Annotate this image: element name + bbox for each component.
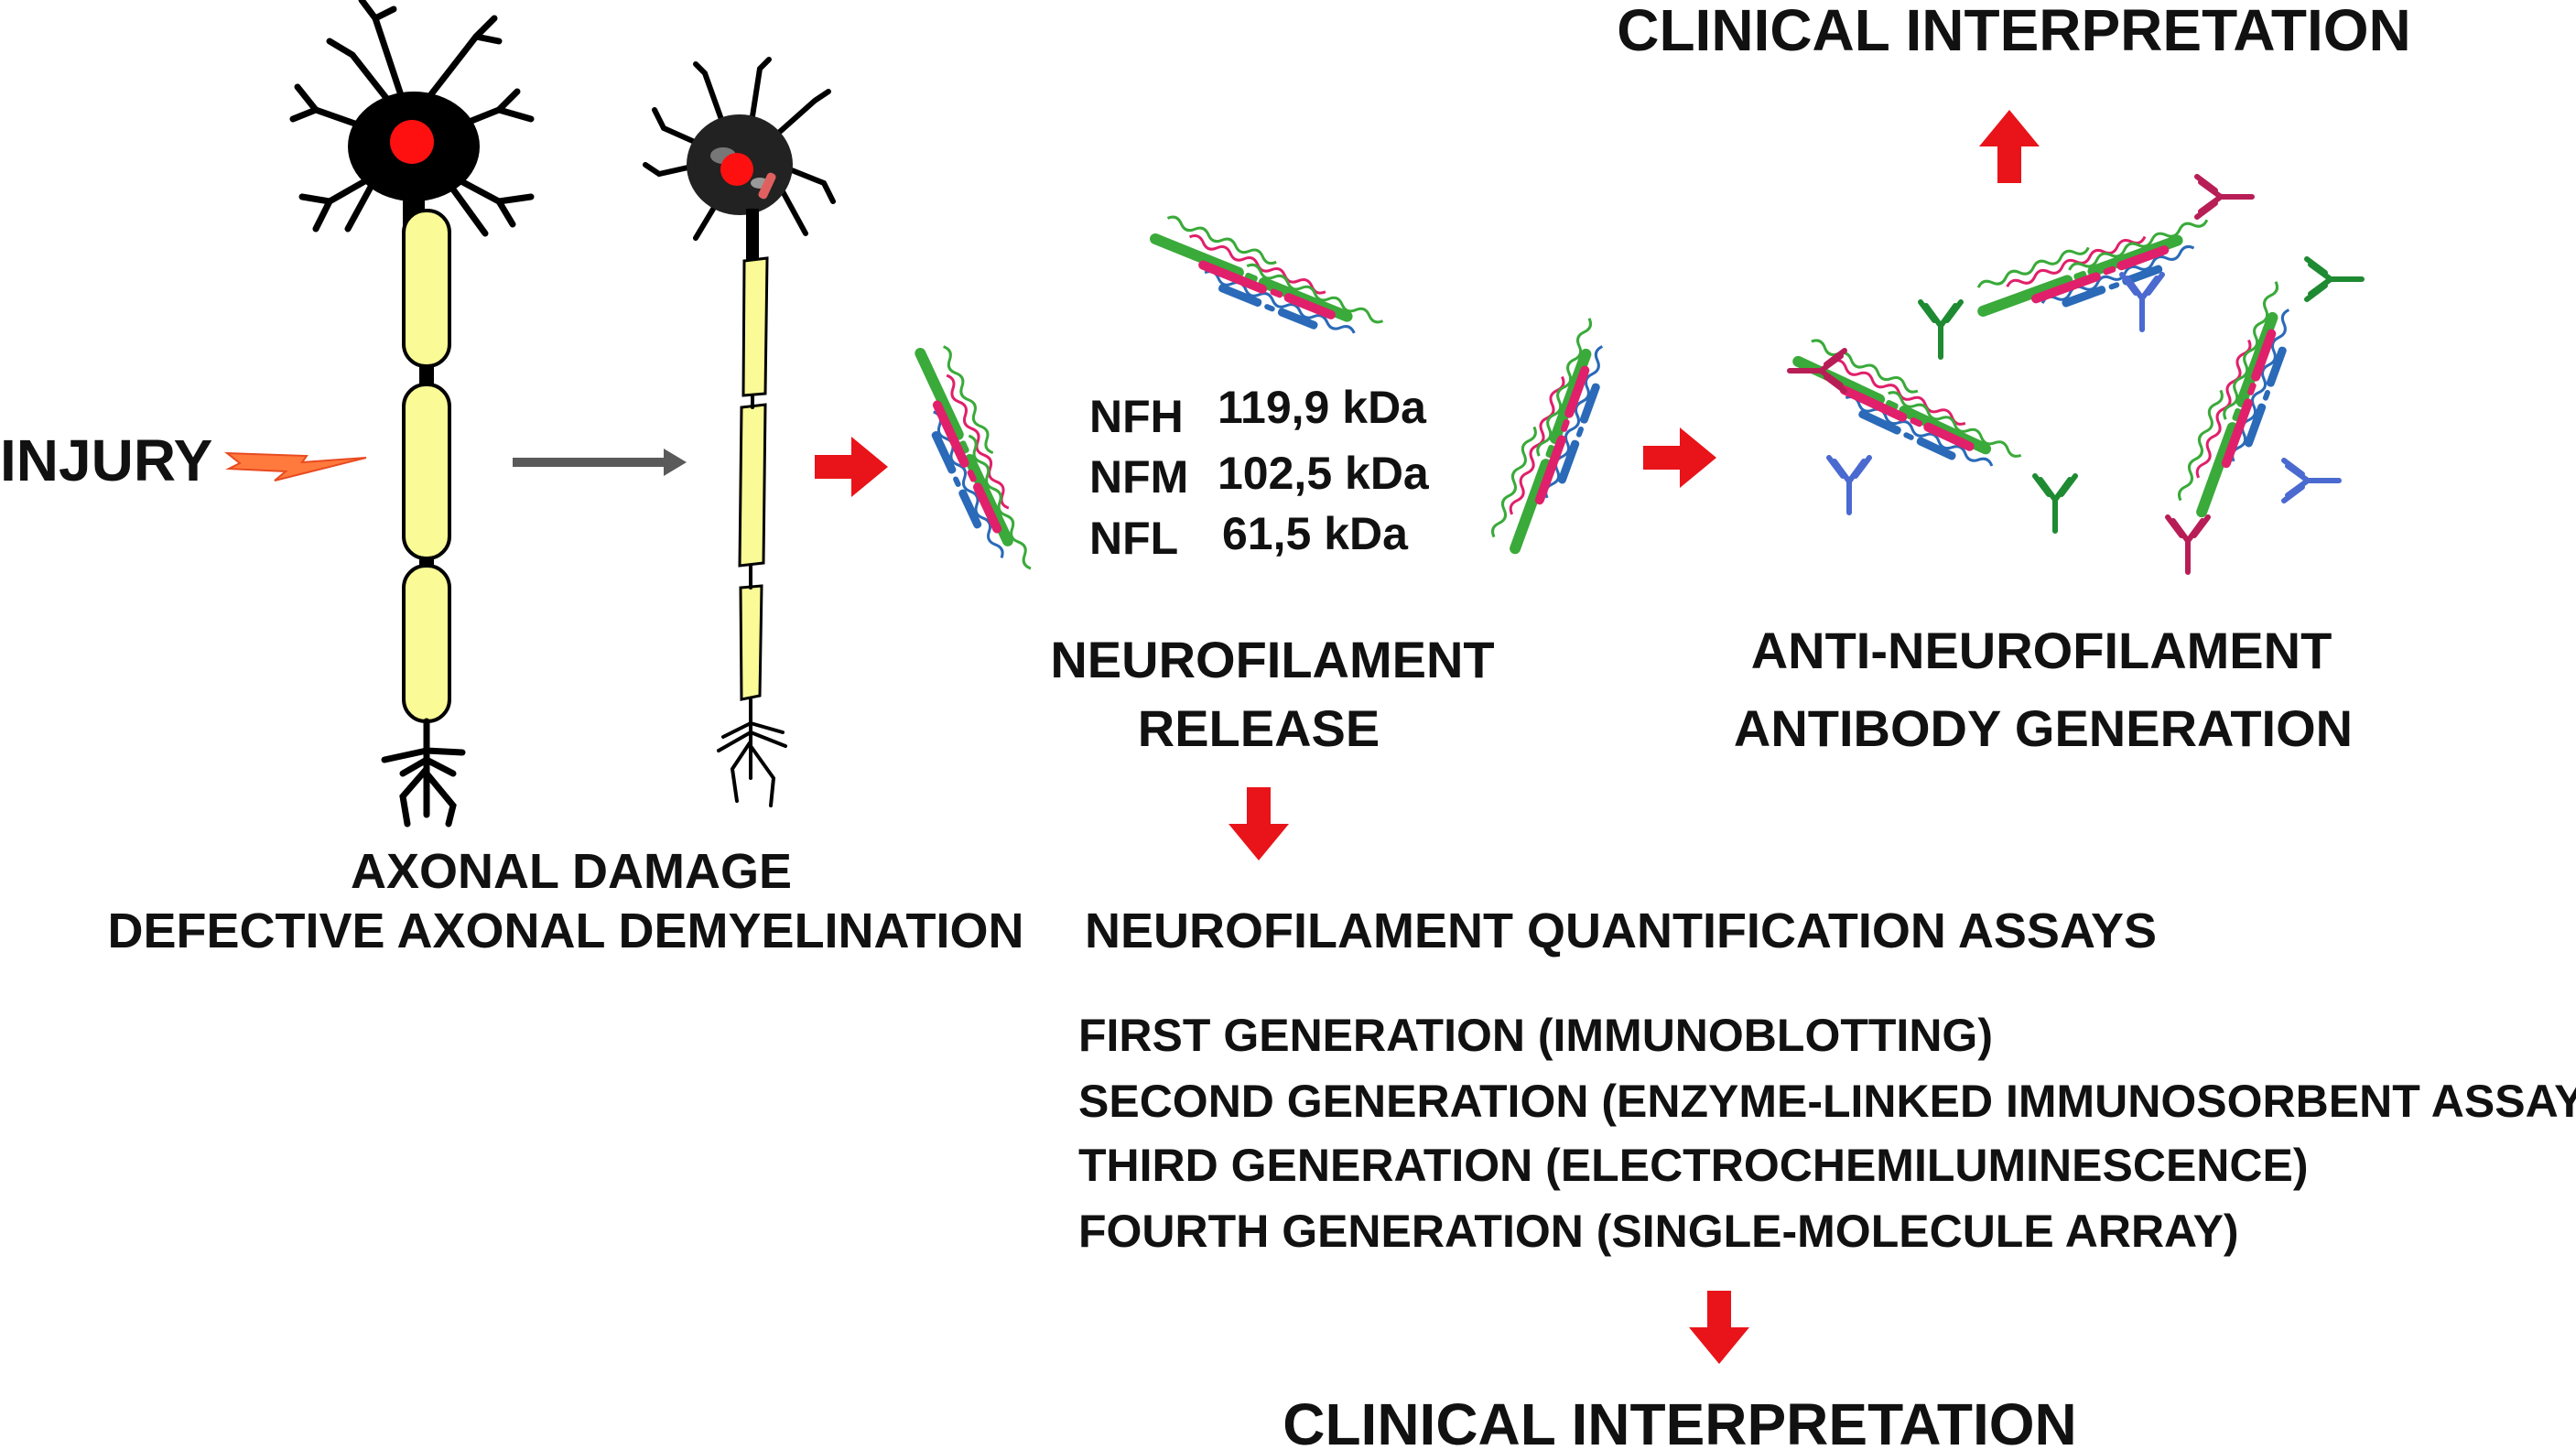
injury-label: INJURY bbox=[0, 427, 212, 493]
antibody-icon bbox=[2168, 517, 2208, 572]
nf-release-label-line1: NEUROFILAMENT bbox=[1050, 631, 1494, 688]
clinical-interpretation-bottom: CLINICAL INTERPRETATION bbox=[1283, 1391, 2077, 1450]
lightning-icon bbox=[223, 451, 367, 482]
antibody-label-line1: ANTI-NEUROFILAMENT bbox=[1751, 622, 2332, 679]
arrow-to-clinical-bottom bbox=[1689, 1291, 1749, 1364]
arrow-to-clinical-top bbox=[1979, 110, 2040, 183]
neurofilament-bundle-left bbox=[893, 335, 1049, 585]
subunit-table: NFH 119,9 kDa NFM 102,5 kDa NFL 61,5 kDa bbox=[1089, 382, 1430, 564]
subunit-weight: 61,5 kDa bbox=[1222, 508, 1409, 559]
assay-item: FIRST GENERATION (IMMUNOBLOTTING) bbox=[1078, 1010, 1993, 1061]
subunit-name: NFH bbox=[1089, 391, 1184, 442]
assay-item: FOURTH GENERATION (SINGLE-MOLECULE ARRAY… bbox=[1078, 1206, 2239, 1257]
antibody-icon bbox=[1829, 458, 1869, 513]
subunit-name: NFM bbox=[1089, 451, 1188, 503]
arrow-to-antibodies bbox=[1643, 427, 1716, 488]
subunit-weight: 102,5 kDa bbox=[1218, 448, 1430, 499]
antibody-label-line2: ANTIBODY GENERATION bbox=[1734, 699, 2353, 757]
assay-item: SECOND GENERATION (ENZYME-LINKED IMMUNOS… bbox=[1078, 1076, 2576, 1127]
neurofilament-bundle-right bbox=[1486, 310, 1623, 564]
healthy-neuron bbox=[289, 0, 535, 828]
damaged-neuron bbox=[643, 57, 836, 807]
subunit-weight: 119,9 kDa bbox=[1218, 382, 1427, 433]
antibody-icon bbox=[2284, 460, 2339, 501]
assay-item: THIRD GENERATION (ELECTROCHEMILUMINESCEN… bbox=[1078, 1140, 2309, 1191]
nf-release-label-line2: RELEASE bbox=[1138, 699, 1380, 757]
neurofilament-bundle-ab-right bbox=[2172, 274, 2310, 527]
antibody-icon bbox=[1921, 302, 1961, 357]
arrow-to-release bbox=[815, 437, 888, 497]
clinical-interpretation-top: CLINICAL INTERPRETATION bbox=[1617, 0, 2411, 63]
arrow-to-assays bbox=[1228, 787, 1289, 860]
neurofilament-bundle-ab-left bbox=[1780, 332, 2030, 488]
antibody-icon bbox=[2307, 259, 2362, 299]
antibody-icon bbox=[2122, 275, 2162, 330]
defective-demyelination-label: DEFECTIVE AXONAL DEMYELINATION bbox=[107, 904, 1023, 958]
antibody-icon bbox=[2197, 177, 2252, 217]
neurofilament-bundle-ab-top bbox=[1966, 200, 2221, 338]
progression-arrow bbox=[513, 449, 687, 476]
assays-title: NEUROFILAMENT QUANTIFICATION ASSAYS bbox=[1085, 904, 2157, 958]
subunit-name: NFL bbox=[1089, 513, 1178, 564]
axonal-damage-label: AXONAL DAMAGE bbox=[351, 844, 792, 899]
assay-list: FIRST GENERATION (IMMUNOBLOTTING) SECOND… bbox=[1078, 1010, 2576, 1257]
neurofilament-bundle-top bbox=[1139, 210, 1391, 354]
antibody-icon bbox=[2035, 476, 2075, 531]
